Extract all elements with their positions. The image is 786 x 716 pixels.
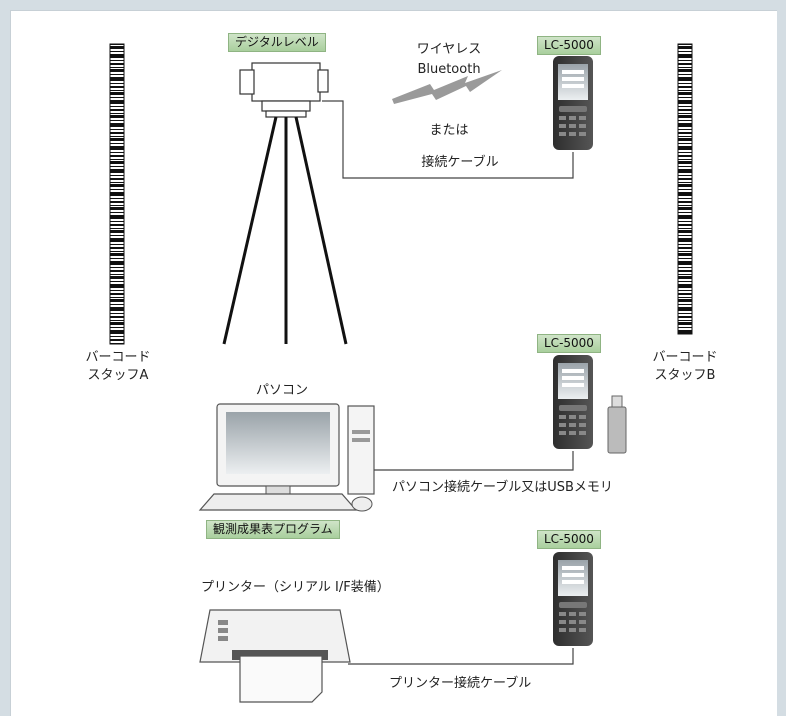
wireless-label: ワイヤレス bbox=[416, 42, 482, 57]
printer-icon bbox=[199, 609, 351, 703]
pc-cable-line bbox=[374, 451, 574, 471]
lc5000-top-tag: LC-5000 bbox=[537, 36, 601, 55]
pc-label: パソコン bbox=[255, 383, 309, 398]
bluetooth-label: Bluetooth bbox=[417, 62, 481, 77]
pc-cable-label: パソコン接続ケーブル又はUSBメモリ bbox=[392, 480, 613, 495]
staff-b-label-1: バーコード bbox=[652, 350, 718, 365]
barcode-staff-a-icon bbox=[109, 43, 125, 345]
lc5000-device-bottom-icon bbox=[553, 552, 593, 646]
lc5000-device-top-icon bbox=[553, 56, 593, 150]
cable-label: 接続ケーブル bbox=[421, 155, 499, 170]
or-label: または bbox=[429, 123, 469, 138]
printer-label: プリンター（シリアル I/F装備） bbox=[201, 580, 390, 595]
staff-a-label-2: スタッフA bbox=[87, 368, 149, 383]
tripod-icon bbox=[222, 116, 348, 345]
printer-cable-line bbox=[348, 648, 574, 665]
staff-a-label-1: バーコード bbox=[85, 350, 151, 365]
program-tag: 観測成果表プログラム bbox=[206, 520, 340, 539]
staff-b-label-2: スタッフB bbox=[654, 368, 716, 383]
lc5000-device-mid-icon bbox=[553, 355, 593, 449]
digital-level-tag: デジタルレベル bbox=[228, 33, 326, 52]
computer-icon bbox=[198, 403, 375, 512]
diagram-frame bbox=[10, 10, 777, 716]
lightning-bolt-icon bbox=[392, 70, 502, 104]
barcode-staff-b-icon bbox=[677, 43, 693, 335]
digital-level-icon bbox=[239, 62, 329, 118]
level-cable-line bbox=[322, 100, 574, 179]
lc5000-mid-tag: LC-5000 bbox=[537, 334, 601, 353]
usb-stick-icon bbox=[607, 395, 627, 454]
lc5000-bottom-tag: LC-5000 bbox=[537, 530, 601, 549]
printer-cable-label: プリンター接続ケーブル bbox=[389, 676, 532, 691]
